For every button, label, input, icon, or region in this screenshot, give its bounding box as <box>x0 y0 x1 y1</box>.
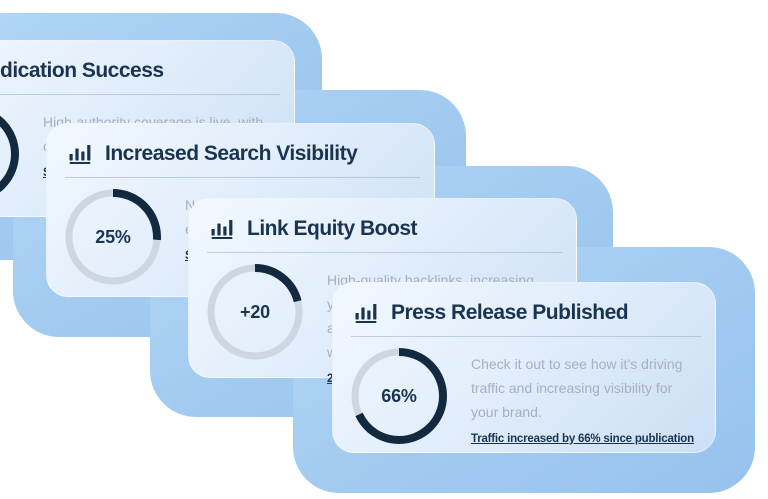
card-title: Syndication Success <box>0 58 164 82</box>
progress-ring <box>0 106 19 202</box>
ring-value: 66% <box>381 385 417 406</box>
card-header: Increased Search Visibility <box>47 124 434 170</box>
divider <box>351 336 701 337</box>
card-title: Link Equity Boost <box>247 216 418 240</box>
card-description: Check it out to see how it’s driving tra… <box>471 356 683 420</box>
card-header: Link Equity Boost <box>189 199 576 245</box>
divider <box>207 252 562 253</box>
card-title: Increased Search Visibility <box>105 141 358 165</box>
divider <box>0 94 280 95</box>
ring-value: 25% <box>95 226 131 247</box>
ring-value <box>0 106 19 202</box>
divider <box>65 177 420 178</box>
bar-chart-icon <box>355 302 380 323</box>
card-header: Syndication Success <box>0 41 294 87</box>
progress-ring: 66% <box>351 348 447 444</box>
card-content: 66% Check it out to see how it’s driving… <box>333 337 715 447</box>
card-link[interactable]: Traffic increased by 66% since publicati… <box>471 433 694 445</box>
progress-ring: 25% <box>65 189 161 285</box>
card-press-release-published: Press Release Published 66% Check it out… <box>332 282 716 453</box>
bar-chart-icon <box>69 143 94 164</box>
bar-chart-icon <box>211 218 236 239</box>
card-header: Press Release Published <box>333 283 715 329</box>
ring-value: +20 <box>240 301 270 322</box>
progress-ring: +20 <box>207 264 303 360</box>
card-title: Press Release Published <box>391 300 629 324</box>
